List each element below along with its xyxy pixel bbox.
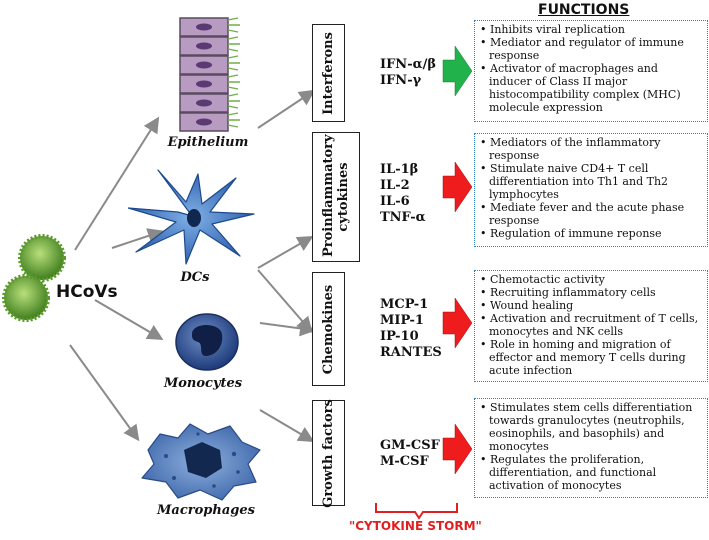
arrow-dcs-chemokines (257, 269, 313, 334)
functions-title: FUNCTIONS (538, 2, 630, 18)
cytokine-list-interferons: IFN-α/β IFN-γ (380, 57, 436, 89)
category-interferons: Interferons (312, 24, 345, 122)
cytokine-storm-bracket (375, 503, 458, 520)
function-item: Chemotactic activity (480, 273, 703, 286)
cytokine-storm-label: "CYTOKINE STORM" (349, 519, 482, 533)
cytokine-m-csf: M-CSF (380, 454, 429, 469)
arrow-epithelium-interferons (257, 89, 316, 129)
function-item: Regulation of immune reponse (480, 227, 703, 240)
cytokine-ip-10: IP-10 (380, 329, 419, 344)
cell-label-dcs: DCs (180, 270, 210, 285)
arrow-monocytes-chemokines (259, 320, 316, 337)
virus-icon-bottom (2, 274, 50, 322)
function-item: Stimulates stem cells differentiation to… (480, 401, 703, 453)
cytokine-tnf-a: TNF-α (380, 210, 426, 225)
cytokine-il-6: IL-6 (380, 194, 410, 209)
cytokine-list-growth-factors: GM-CSF M-CSF (380, 438, 440, 470)
arrow-macrophages-growth (259, 409, 315, 443)
functions-box-growth-factors: Stimulates stem cells differentiation to… (474, 398, 708, 498)
category-proinflammatory: Proinflammatory cytokines (312, 132, 360, 262)
function-item: Mediator and regulator of immune respons… (480, 36, 703, 62)
function-item: Role in homing and migration of effector… (480, 338, 703, 377)
arrow-hcov-dcs (111, 228, 164, 249)
arrow-red-chemokines (442, 297, 473, 349)
cytokine-list-proinflammatory: IL-1β IL-2 IL-6 TNF-α (380, 162, 426, 226)
function-item: Stimulate naive CD4+ T cell differentiat… (480, 162, 703, 201)
function-item: Wound healing (480, 299, 703, 312)
cell-label-monocytes: Monocytes (163, 376, 243, 391)
function-item: Regulates the proliferation, differentia… (480, 453, 703, 492)
cytokine-mip-1: MIP-1 (380, 313, 424, 328)
cytokine-rantes: RANTES (380, 345, 442, 360)
cell-label-epithelium: Epithelium (167, 135, 249, 150)
arrow-red-growth-factors (442, 423, 473, 475)
category-chemokines: Chemokines (312, 272, 345, 386)
macrophage-icon (141, 423, 261, 501)
functions-box-interferons: Inhibits viral replication Mediator and … (474, 20, 708, 122)
epithelium-icon (179, 17, 240, 132)
function-item: Inhibits viral replication (480, 23, 703, 36)
function-item: Activator of macrophages and inducer of … (480, 62, 703, 114)
cytokine-ifn-ab: IFN-α/β (380, 57, 436, 72)
function-item: Recruiting inflammatory cells (480, 286, 703, 299)
cytokine-il-1b: IL-1β (380, 162, 419, 177)
cell-label-macrophages: Macrophages (157, 503, 255, 518)
virus-particles (2, 234, 66, 322)
cytokine-ifn-g: IFN-γ (380, 73, 422, 88)
virus-icon-top (18, 234, 66, 282)
cytokine-mcp-1: MCP-1 (380, 297, 429, 312)
cytokine-list-chemokines: MCP-1 MIP-1 IP-10 RANTES (380, 297, 442, 361)
hcov-label: HCoVs (56, 282, 118, 302)
arrow-red-proinflammatory (442, 161, 473, 213)
category-growth-factors: Growth factors (312, 399, 345, 507)
arrow-green-interferons (442, 45, 473, 97)
monocyte-icon (175, 313, 239, 371)
cytokine-gm-csf: GM-CSF (380, 438, 440, 453)
arrow-hcov-epithelium (74, 116, 160, 251)
arrow-hcov-monocytes (94, 299, 164, 341)
function-item: Mediators of the inflammatory response (480, 136, 703, 162)
cytokine-il-2: IL-2 (380, 178, 410, 193)
arrow-hcov-macrophages (69, 344, 140, 442)
dendritic-cell-icon (128, 169, 255, 265)
function-item: Activation and recruitment of T cells, m… (480, 312, 703, 338)
functions-box-chemokines: Chemotactic activity Recruiting inflamma… (474, 270, 708, 382)
function-item: Mediate fever and the acute phase respon… (480, 201, 703, 227)
arrow-dcs-proinflammatory (257, 236, 314, 269)
functions-box-proinflammatory: Mediators of the inflammatory response S… (474, 133, 708, 247)
